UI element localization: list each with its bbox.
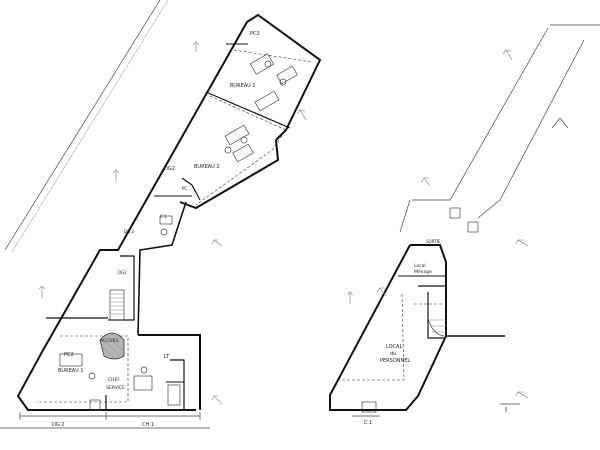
right-neighbour-outline [399, 24, 600, 233]
label-sortie: SORTIE [426, 239, 441, 244]
left-plan-walls [16, 13, 322, 411]
right-plan-walls [329, 244, 505, 411]
left-staircase [109, 289, 125, 321]
right-plan-labels: SORTIE Local Ménage LOCAL du PERSONNEL C… [364, 239, 507, 426]
room-label-local-personnel-line1: LOCAL [386, 344, 402, 350]
room-label-local-menage-line1: Local [414, 263, 426, 269]
dimension-label-ch1: CH 1 [142, 422, 154, 428]
room-label-dg2-mid: DG 2 [124, 229, 134, 234]
left-property-line [4, 0, 169, 253]
room-label-accueil: ACCUEIL [100, 338, 120, 344]
left-orientation-arrows [38, 41, 307, 405]
room-label-chef-service-line1: CHEF [108, 377, 120, 383]
reception-counter [99, 332, 125, 360]
room-label-dg2-low: DG2 [118, 270, 127, 275]
room-label-pc2-left: PC2 [64, 352, 74, 358]
room-label-bureau-1-bottom: BUREAU 1 [58, 368, 84, 374]
left-plan-labels: PC2 BUREAU 1 BUREAU 2 DG2 PC C 1 DG 2 DG… [52, 31, 260, 428]
room-label-bureau-2: BUREAU 2 [194, 164, 220, 170]
room-label-local-personnel-line3: PERSONNEL [380, 358, 410, 364]
dimension-label-dg2: DG 2 [52, 422, 65, 428]
room-label-local-menage-line2: Ménage [414, 268, 432, 275]
right-exit-area [352, 401, 520, 417]
room-label-dg2-left: DG2 [164, 166, 175, 172]
room-label-bureau-1-top: BUREAU 1 [230, 83, 256, 89]
left-furniture [59, 53, 298, 411]
left-dimension-line [0, 412, 210, 429]
room-label-lt: LT [164, 354, 170, 360]
right-staircase [427, 317, 446, 337]
room-label-local-personnel-line2: du [390, 351, 396, 357]
room-label-chef-service-line2: SERVICE [106, 385, 125, 391]
right-orientation-arrows [346, 49, 529, 399]
room-label-pc2-top: PC2 [250, 31, 260, 37]
room-label-c1: C 1 [160, 214, 167, 219]
marker-i: I [505, 406, 507, 414]
dimension-label-c1: C 1 [364, 420, 372, 426]
room-label-pc-small: PC [182, 186, 187, 191]
